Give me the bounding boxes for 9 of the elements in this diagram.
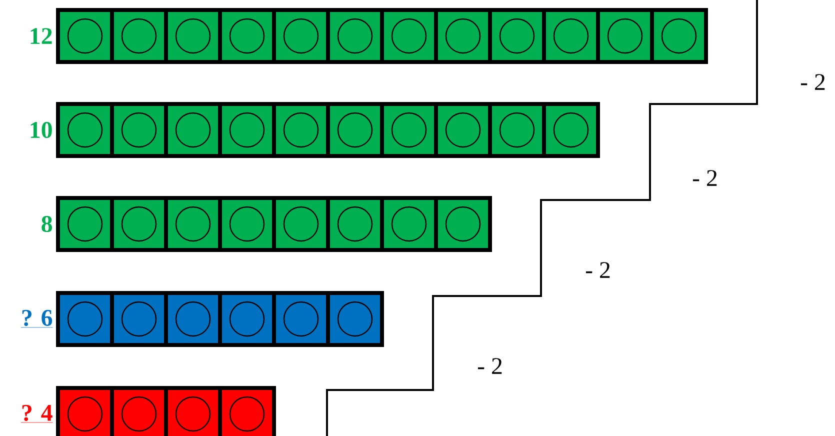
number-label: 10 [30, 122, 52, 138]
number-label: ? 6 [20, 310, 54, 328]
number-label: 8 [42, 216, 52, 232]
number-label: 12 [30, 28, 52, 44]
step-label: - 2 [478, 358, 502, 374]
step-label: - 2 [692, 170, 717, 186]
step-label: - 2 [586, 262, 610, 278]
step-label: - 2 [800, 74, 825, 90]
number-label: ? 4 [20, 404, 54, 423]
